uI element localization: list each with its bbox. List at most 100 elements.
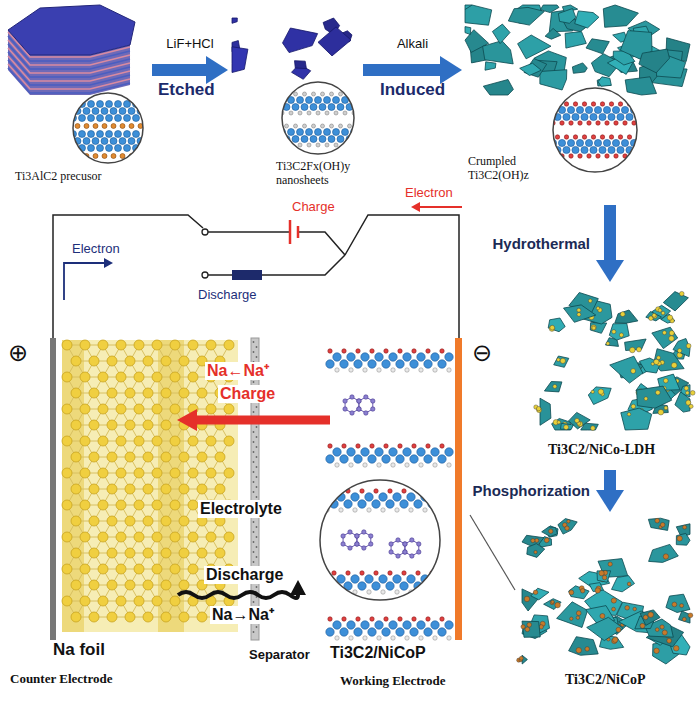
annotation-label: Electron: [72, 242, 120, 257]
electron-arrow: [420, 206, 462, 208]
nanoparticle: [596, 307, 599, 310]
nanosheet: [483, 80, 513, 96]
atom: [307, 143, 311, 147]
nanoparticle: [667, 315, 672, 320]
molecule-atom: [371, 399, 375, 403]
text-slot: Discharge: [204, 566, 285, 584]
atom: [306, 97, 313, 104]
annotation-label: Charge: [218, 385, 277, 403]
nanoparticle: [608, 562, 612, 566]
atom: [395, 508, 399, 512]
atom: [445, 448, 453, 456]
node-label: Separator: [249, 648, 310, 663]
text-slot: Na→Na⁺: [210, 606, 276, 624]
annotation-label: Etched: [158, 80, 215, 100]
discharge-wire: [208, 274, 232, 276]
right-wire: [345, 215, 459, 338]
atom: [367, 590, 371, 594]
node-label: Counter Electrode: [10, 672, 112, 687]
molecule-atom: [403, 542, 407, 546]
atom: [310, 136, 317, 143]
annotation-label: Electron: [405, 186, 453, 201]
nanoparticle: [536, 407, 541, 412]
atom: [120, 154, 125, 159]
text-slot: Ti3C2/NiCoP: [330, 644, 426, 662]
atom: [445, 621, 453, 629]
molecule-atom: [417, 550, 421, 554]
molecule-atom: [371, 407, 375, 411]
nanoparticle: [663, 554, 668, 559]
atom: [438, 360, 446, 368]
nanosheet: [465, 27, 471, 35]
atom: [377, 636, 381, 640]
atom: [115, 101, 122, 108]
nanoparticle: [606, 342, 610, 346]
nanosheet: [625, 77, 656, 95]
atom: [285, 124, 289, 128]
atom: [440, 349, 444, 353]
atom: [608, 113, 615, 120]
atom: [424, 628, 432, 636]
atom: [587, 154, 591, 158]
annotation-label: ⊕: [8, 340, 28, 368]
atom: [603, 106, 610, 113]
atom: [333, 129, 340, 136]
nanosheet: [572, 63, 587, 73]
nanoparticle: [536, 406, 540, 410]
zoom-circle: [553, 88, 637, 172]
atom: [596, 121, 600, 125]
molecule-atom: [396, 538, 400, 542]
atom: [391, 636, 395, 640]
atom: [325, 111, 329, 115]
text-slot: Phosphorization: [471, 482, 593, 499]
atom: [339, 92, 343, 96]
atom: [590, 146, 597, 153]
nanoparticle: [640, 623, 645, 628]
nanosheet: [557, 602, 588, 628]
nanoparticle: [661, 311, 665, 315]
atom: [119, 138, 126, 145]
atom: [335, 636, 339, 640]
atom: [360, 571, 364, 575]
atom: [342, 617, 346, 621]
nanoparticle: [600, 614, 605, 619]
nanoparticle: [684, 386, 688, 390]
atom: [367, 508, 371, 512]
nanoparticle: [576, 648, 581, 653]
molecule-atom: [389, 550, 393, 554]
atom: [410, 455, 418, 463]
process-arrow: [604, 470, 616, 490]
atom: [358, 582, 366, 590]
atom: [333, 621, 341, 629]
atom: [349, 463, 353, 467]
nanosheet: [588, 387, 611, 405]
zoom-circle: [320, 480, 440, 600]
sheet-cluster: [232, 18, 352, 79]
nanoparticle: [549, 529, 553, 533]
atom: [621, 106, 628, 113]
atom: [344, 500, 352, 508]
text-slot: Charge: [292, 200, 335, 215]
atom: [379, 575, 387, 583]
atom: [339, 590, 343, 594]
atom: [609, 135, 613, 139]
nanosheet: [639, 358, 660, 373]
nanoparticle: [592, 326, 596, 330]
atom: [426, 349, 430, 353]
atom: [621, 139, 628, 146]
atom: [563, 146, 570, 153]
nanosheet: [540, 70, 567, 90]
atom: [627, 135, 631, 139]
atom: [603, 139, 610, 146]
atom: [340, 628, 348, 636]
node-label: Ti3AlC2 precusor: [15, 170, 102, 184]
atom: [328, 617, 332, 621]
atom: [129, 124, 134, 129]
text-slot: Working Electrode: [340, 674, 446, 689]
atom: [328, 349, 332, 353]
atom: [115, 131, 122, 138]
ldh-node: Ti3C2/NiCo-LDH: [530, 282, 692, 470]
switch-contact: [202, 272, 208, 278]
nanosheet: [612, 576, 635, 592]
